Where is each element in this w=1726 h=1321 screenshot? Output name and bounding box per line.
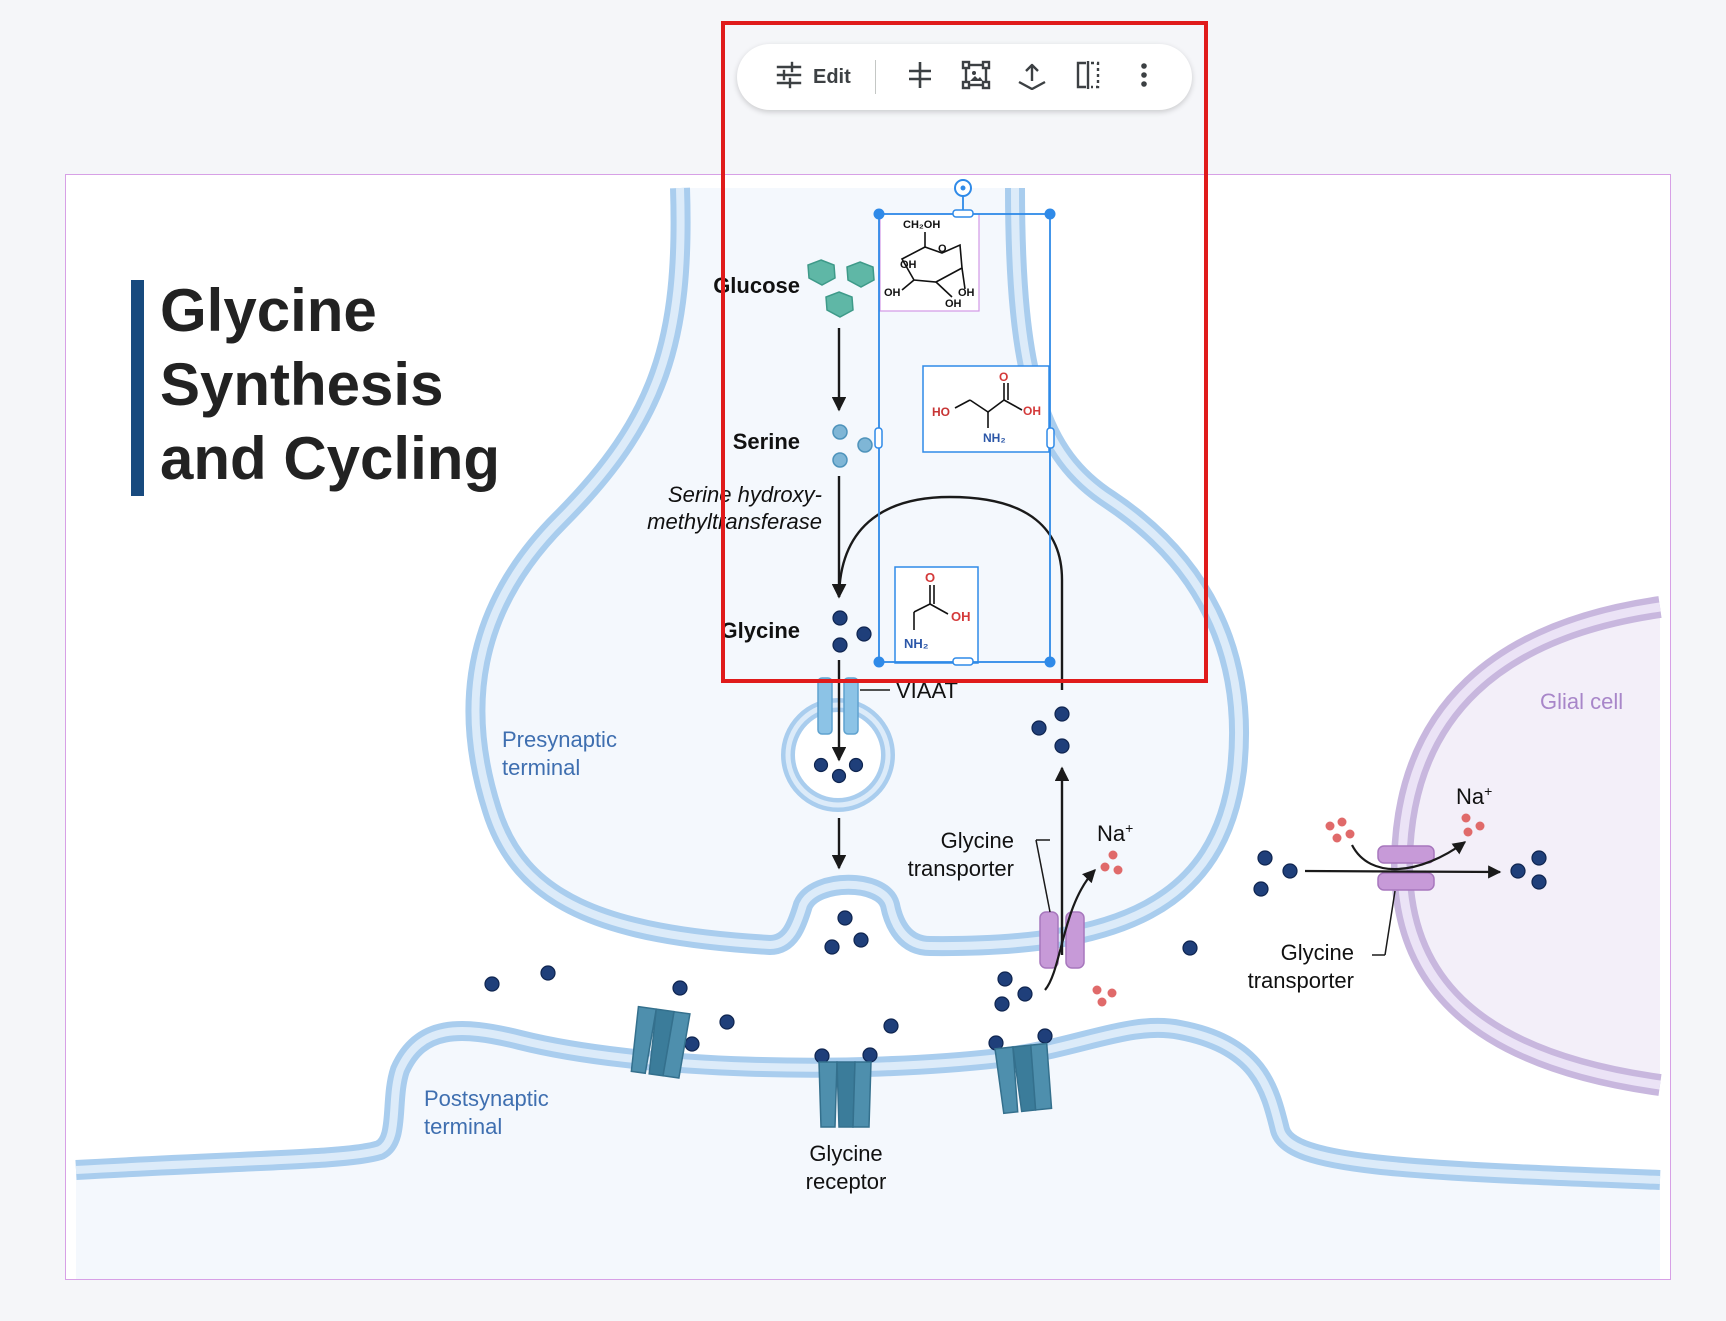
na-ion-label-glial: Na+ <box>1456 783 1492 809</box>
glial-transporter-label-1: Glycine <box>1281 940 1354 965</box>
glucose-label: Glucose <box>713 273 800 298</box>
serine-molecules <box>832 424 873 468</box>
glucose-oh-text-3: OH <box>945 298 962 310</box>
flip-icon <box>1073 60 1103 95</box>
transporter-label-2: transporter <box>908 856 1014 881</box>
title-accent-bar <box>131 280 144 496</box>
resize-handle-right[interactable] <box>1046 427 1055 449</box>
glycine-oh-text: OH <box>951 609 971 624</box>
glial-cell-label: Glial cell <box>1540 689 1623 714</box>
serine-ho-text: HO <box>932 405 950 419</box>
glial-sodium-arrow <box>1351 841 1467 871</box>
resize-handle-bottom-right[interactable] <box>1044 656 1056 668</box>
resize-handle-left[interactable] <box>874 427 883 449</box>
resize-handle-top-left[interactable] <box>873 208 885 220</box>
edit-label: Edit <box>813 65 851 88</box>
glycine-receptors[interactable] <box>629 1005 1053 1128</box>
serine-o-text: O <box>999 370 1008 384</box>
glial-glycine-transporter[interactable] <box>1377 845 1435 891</box>
align-icon <box>906 60 934 95</box>
resize-handle-top-right[interactable] <box>1044 208 1056 220</box>
glycine-structure[interactable]: O OH NH₂ <box>894 566 979 664</box>
serine-nh2-text: NH₂ <box>983 431 1006 445</box>
receptor-label-1: Glycine <box>809 1141 882 1166</box>
serine-label: Serine <box>733 429 800 454</box>
glycine-molecules <box>484 610 1547 1064</box>
transporter-label-1: Glycine <box>941 828 1014 853</box>
viaat-label: VIAAT <box>896 678 958 703</box>
enzyme-label-1: Serine hydroxy- <box>668 482 822 507</box>
glial-cell[interactable] <box>1390 596 1662 1096</box>
edit-button[interactable]: Edit <box>775 55 875 99</box>
presynaptic-label-2: terminal <box>502 755 580 780</box>
glucose-ch2oh-text: CH₂OH <box>903 219 940 231</box>
serine-structure[interactable]: HO O OH NH₂ <box>922 365 1050 453</box>
glucose-oh-text-4: OH <box>958 287 975 299</box>
receptor-label-2: receptor <box>806 1169 887 1194</box>
tune-icon <box>775 61 803 94</box>
presynaptic-label-1: Presynaptic <box>502 727 617 752</box>
presynaptic-glycine-transporter[interactable] <box>1039 911 1085 969</box>
glycine-nh2-text: NH₂ <box>904 636 929 651</box>
crop-image-button[interactable] <box>948 55 1004 99</box>
glycine-o-text: O <box>925 570 935 585</box>
enzyme-label-2: methyltransferase <box>647 509 822 534</box>
synapse-diagram: Glycine Synthesis and Cycling Glial cell… <box>75 179 1662 1279</box>
presynaptic-terminal[interactable] <box>465 187 1250 957</box>
glycine-label: Glycine <box>721 618 800 643</box>
recycling-arrow <box>832 495 1064 690</box>
align-button[interactable] <box>892 55 948 99</box>
flip-button[interactable] <box>1060 55 1116 99</box>
more-vert-icon <box>1138 61 1150 94</box>
glucose-oh-text-2: OH <box>884 287 901 299</box>
sodium-cotransport-arrow <box>1044 869 1096 991</box>
title-line-2[interactable]: Synthesis <box>160 351 443 418</box>
rotate-handle[interactable] <box>954 179 972 197</box>
resize-handle-bottom[interactable] <box>952 657 974 666</box>
glucose-oh-text-1: OH <box>900 259 917 271</box>
glial-uptake-arrow <box>1304 865 1502 879</box>
viaat-transporter[interactable] <box>817 677 859 735</box>
toolbar-divider <box>874 60 876 94</box>
slide-canvas[interactable]: Glycine Synthesis and Cycling Glial cell… <box>65 174 1671 1280</box>
serine-oh-text: OH <box>1023 404 1041 418</box>
postsynaptic-label-1: Postsynaptic <box>424 1086 549 1111</box>
sodium-ions <box>1092 813 1485 1007</box>
na-ion-label: Na+ <box>1097 820 1133 846</box>
postsynaptic-label-2: terminal <box>424 1114 502 1139</box>
glucose-ring-o-text: O <box>938 243 947 255</box>
upload-icon <box>1017 60 1047 95</box>
glucose-structure[interactable]: CH₂OH O OH OH OH OH OH <box>879 213 980 312</box>
image-toolbar: Edit <box>737 44 1192 110</box>
resize-handle-bottom-left[interactable] <box>873 656 885 668</box>
title-line-3[interactable]: and Cycling <box>160 425 500 492</box>
resize-handle-top[interactable] <box>952 209 974 218</box>
upload-button[interactable] <box>1004 55 1060 99</box>
crop-image-icon <box>961 60 991 95</box>
glial-transporter-label-2: transporter <box>1248 968 1354 993</box>
more-options-button[interactable] <box>1116 55 1172 99</box>
glucose-molecules <box>807 259 875 318</box>
title-line-1[interactable]: Glycine <box>160 277 377 344</box>
